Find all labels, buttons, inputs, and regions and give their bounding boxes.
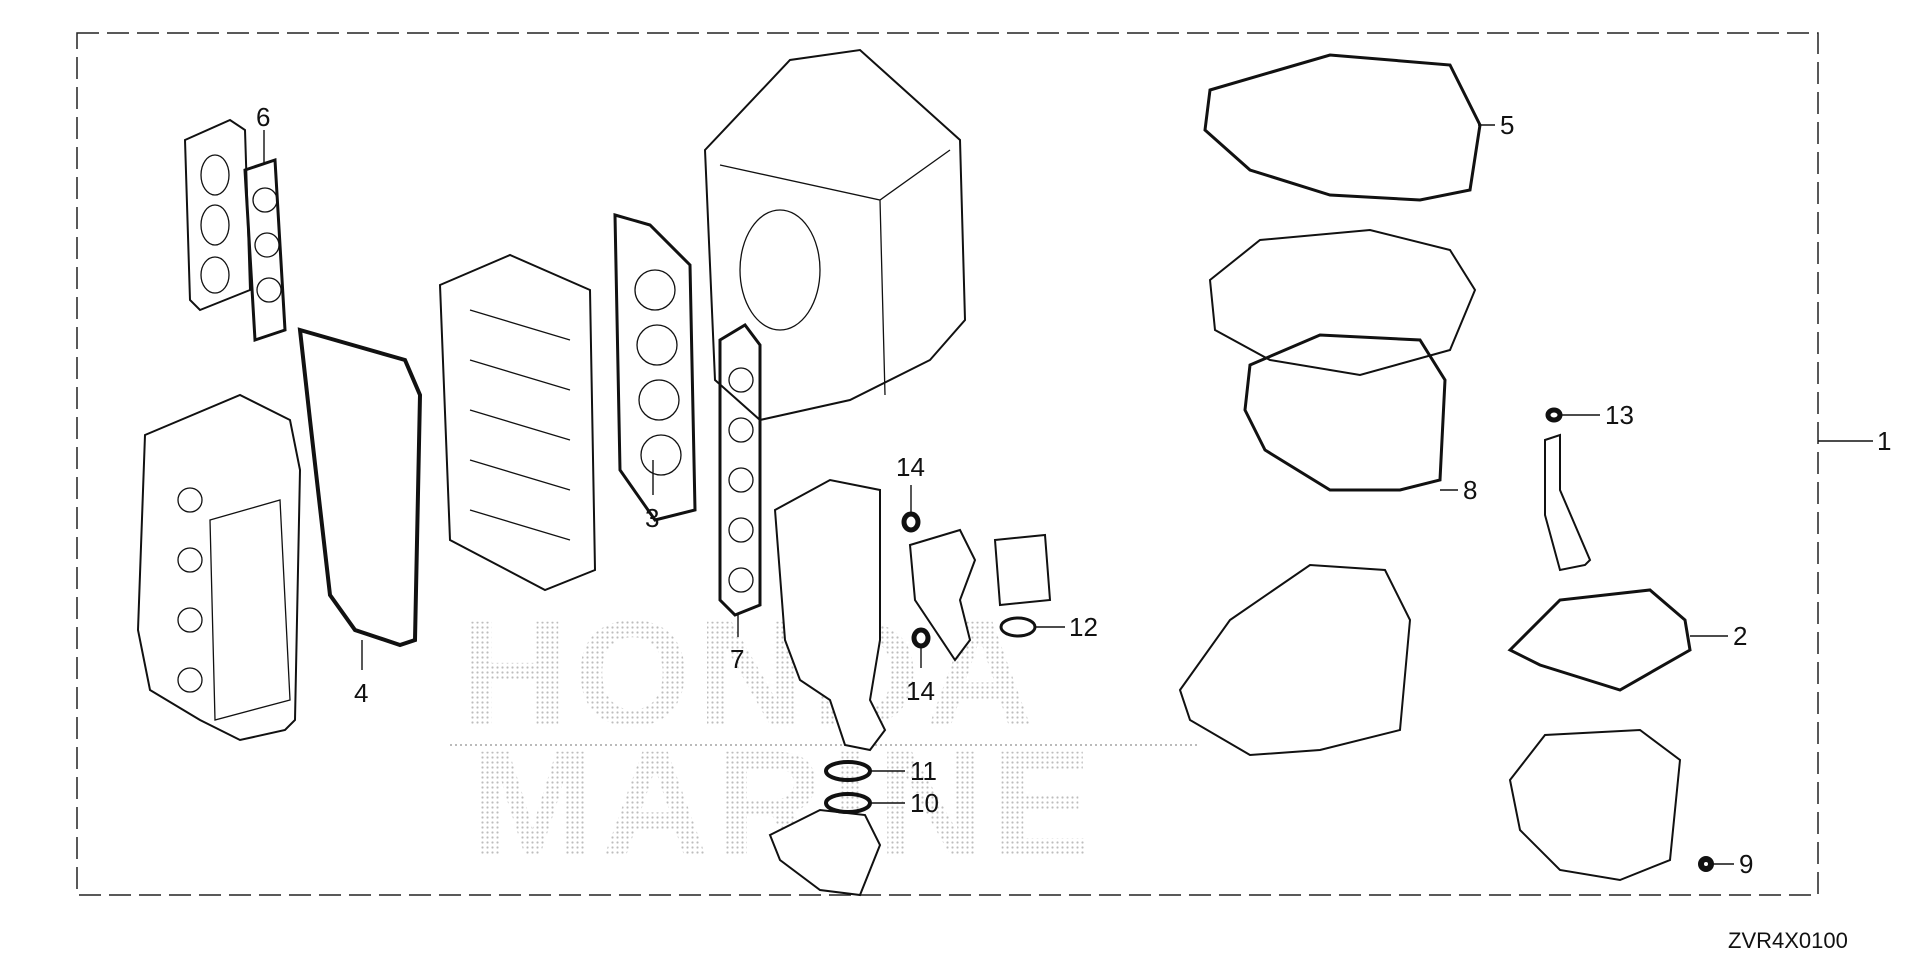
washer-9 <box>1698 856 1714 872</box>
callout-9[interactable]: 9 <box>1739 849 1753 879</box>
callout-5[interactable]: 5 <box>1500 110 1514 140</box>
o-ring-13 <box>1545 407 1563 423</box>
oil-case-illustration <box>1508 728 1682 882</box>
flywheel-housing-illustration <box>1208 228 1477 377</box>
gasket-5 <box>1203 53 1482 202</box>
callout-11[interactable]: 11 <box>910 756 937 786</box>
cylinder-block-illustration <box>703 48 967 422</box>
exhaust-gasket <box>718 323 762 617</box>
thermostat-housing-illustration <box>993 533 1052 607</box>
intake-manifold-gasket <box>243 157 287 343</box>
cylinder-head-gasket <box>613 213 697 522</box>
callout-8[interactable]: 8 <box>1463 475 1477 505</box>
callout-6[interactable]: 6 <box>256 102 270 132</box>
kit-frame <box>76 32 1819 896</box>
diagram-code: ZVR4X0100 <box>1728 928 1848 953</box>
callout-3[interactable]: 3 <box>645 503 659 533</box>
callout-2[interactable]: 2 <box>1733 621 1747 651</box>
callout-14a[interactable]: 14 <box>896 452 925 482</box>
leader-lines <box>263 124 1873 865</box>
callout-7[interactable]: 7 <box>730 644 744 674</box>
oil-strainer-illustration <box>1544 433 1592 572</box>
cylinder-head-illustration <box>438 253 597 592</box>
callout-1[interactable]: 1 <box>1877 426 1891 456</box>
exhaust-manifold-illustration <box>768 478 887 897</box>
gasket-2 <box>1507 588 1692 692</box>
callout-10[interactable]: 10 <box>910 788 939 818</box>
callout-4[interactable]: 4 <box>354 678 368 708</box>
gasket-8 <box>1243 333 1447 492</box>
oil-pump-illustration <box>908 528 977 662</box>
oil-pan-illustration <box>1178 563 1412 757</box>
callout-13[interactable]: 13 <box>1605 400 1634 430</box>
o-ring-14a <box>901 511 921 533</box>
callout-14b[interactable]: 14 <box>906 676 935 706</box>
callout-12[interactable]: 12 <box>1069 612 1098 642</box>
o-ring-14b <box>911 627 931 649</box>
head-cover-illustration <box>136 393 302 742</box>
head-cover-gasket <box>297 327 423 648</box>
intake-manifold-illustration <box>183 118 252 312</box>
